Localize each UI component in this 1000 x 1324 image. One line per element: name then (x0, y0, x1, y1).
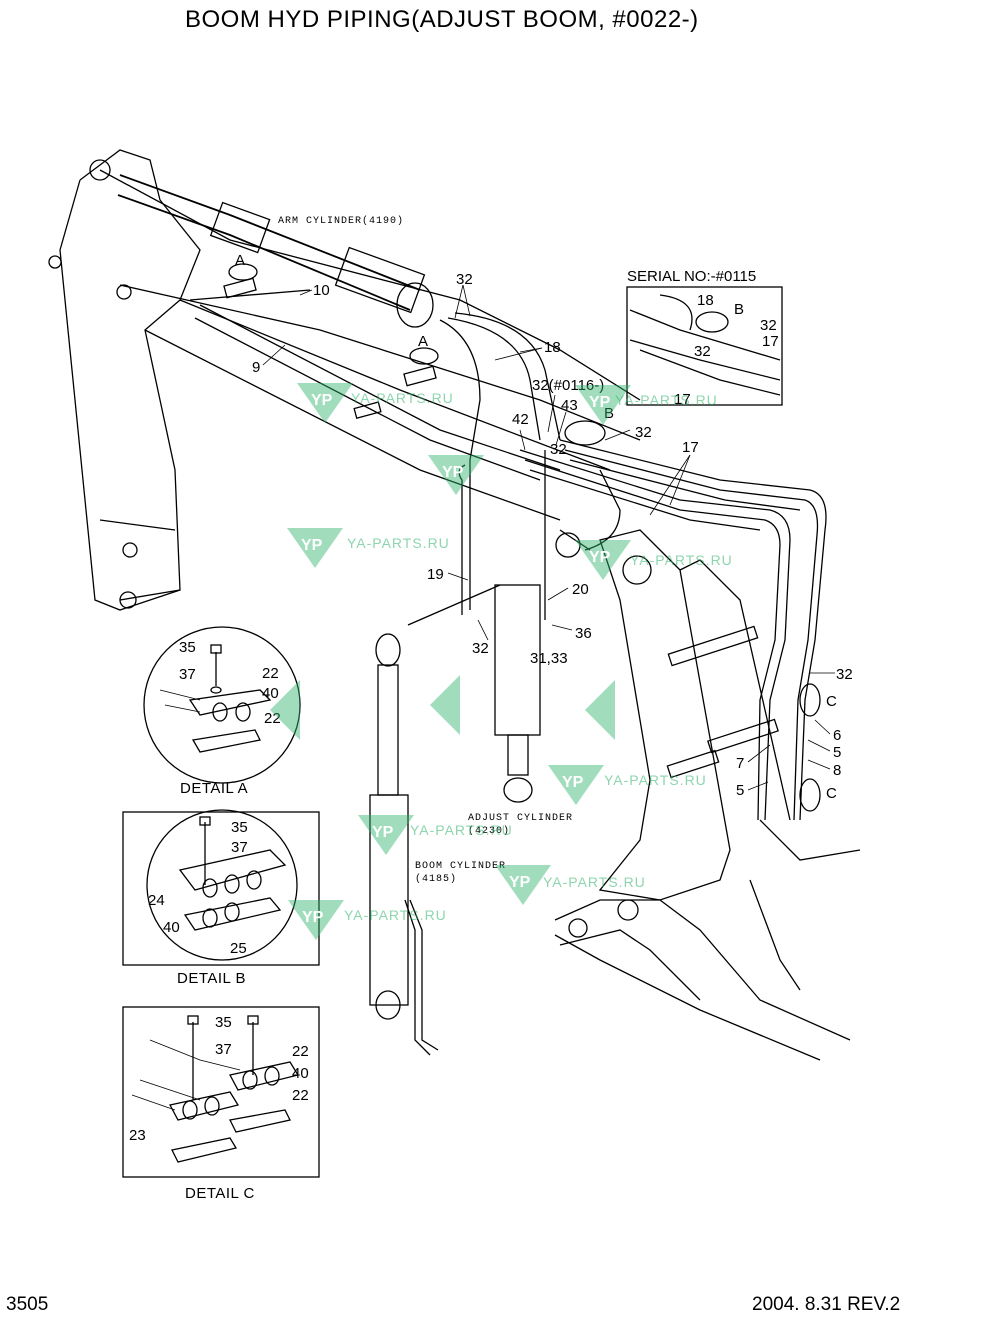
detail-a-22a: 22 (262, 665, 279, 682)
callout-32-top: 32 (456, 271, 473, 288)
svg-text:YP: YP (589, 394, 611, 411)
svg-text:YP: YP (372, 824, 394, 841)
callout-32-serial: 32(#0116-) (532, 377, 604, 394)
detail-a-40: 40 (262, 685, 279, 702)
arm-cylinder-label: ARM CYLINDER(4190) (278, 215, 404, 227)
marker-a-2: A (418, 333, 428, 350)
callout-6: 6 (833, 727, 841, 744)
marker-a-1: A (235, 252, 245, 269)
watermark-text: YA-PARTS.RU (615, 392, 718, 408)
detail-b: 35 37 24 40 25 DETAIL B (122, 809, 320, 987)
hoses-18 (439, 312, 561, 610)
callout-32-right: 32 (635, 424, 652, 441)
marker-c-bottom: C (826, 785, 837, 802)
detail-c: 35 37 22 40 22 23 DETAIL C (122, 1006, 320, 1202)
callout-7: 7 (736, 755, 744, 772)
watermark-text: YA-PARTS.RU (543, 874, 646, 890)
callout-43: 43 (561, 397, 578, 414)
boom-cylinder-code: (4185) (415, 873, 457, 885)
inset-callout-32b: 32 (694, 343, 711, 360)
inset-callout-32a: 32 (760, 317, 777, 334)
callout-9: 9 (252, 359, 260, 376)
watermark-text: YA-PARTS.RU (630, 552, 733, 568)
callout-36: 36 (575, 625, 592, 642)
watermark-text: YA-PARTS.RU (351, 390, 454, 406)
callout-31-33: 31,33 (530, 650, 568, 667)
marker-b-circle (564, 420, 606, 446)
leader-lines (262, 284, 835, 791)
detail-c-35: 35 (215, 1014, 232, 1031)
detail-c-22b: 22 (292, 1087, 309, 1104)
svg-text:YP: YP (301, 537, 323, 554)
detail-c-37: 37 (215, 1041, 232, 1058)
svg-text:YP: YP (509, 874, 531, 891)
detail-a: 35 37 22 40 22 DETAIL A (143, 626, 301, 797)
callout-17: 17 (682, 439, 699, 456)
detail-c-22a: 22 (292, 1043, 309, 1060)
boom-cylinder: BOOM CYLINDER (4185) (369, 584, 506, 1056)
detail-a-37: 37 (179, 666, 196, 683)
page-number: 3505 (6, 1294, 49, 1315)
inset-callout-17a: 17 (762, 333, 779, 350)
watermark-text: YA-PARTS.RU (410, 822, 513, 838)
marker-b: B (604, 405, 614, 422)
detail-a-title: DETAIL A (180, 780, 248, 797)
detail-a-22b: 22 (264, 710, 281, 727)
inset-callout-17b: 17 (674, 391, 691, 408)
callout-32-mid: 32 (550, 441, 567, 458)
callout-42: 42 (512, 411, 529, 428)
callout-32-pipes: 32 (836, 666, 853, 683)
callout-19: 19 (427, 566, 444, 583)
svg-text:YP: YP (589, 549, 611, 566)
detail-b-24: 24 (148, 892, 165, 909)
detail-b-title: DETAIL B (177, 970, 246, 987)
detail-b-35: 35 (231, 819, 248, 836)
callout-5-left: 5 (736, 782, 744, 799)
detail-b-25: 25 (230, 940, 247, 957)
detail-b-37: 37 (231, 839, 248, 856)
callout-10: 10 (313, 282, 330, 299)
svg-text:YP: YP (302, 909, 324, 926)
callouts: 32 10 18 9 32(#0116-) 43 42 B 32 32 17 1… (235, 252, 853, 802)
svg-text:YP: YP (442, 464, 464, 481)
watermark-text: YA-PARTS.RU (347, 535, 450, 551)
detail-c-title: DETAIL C (185, 1185, 255, 1202)
callout-5-right: 5 (833, 744, 841, 761)
pipe-bundle-17 (519, 439, 827, 821)
boom-cylinder-label: BOOM CYLINDER (415, 861, 506, 872)
callout-32-low: 32 (472, 640, 489, 657)
adjust-cylinder-code: (4230) (468, 825, 510, 837)
boom-structure (48, 149, 641, 611)
marker-c-top: C (826, 693, 837, 710)
inset-marker-b: B (734, 301, 744, 318)
adjust-cylinder: ADJUST CYLINDER (4230) (468, 529, 591, 837)
watermark-text: YA-PARTS.RU (604, 772, 707, 788)
callout-8: 8 (833, 762, 841, 779)
serial-inset: SERIAL NO:-#0115 18 B 32 17 32 17 (626, 268, 783, 408)
callout-18: 18 (544, 339, 561, 356)
detail-b-40: 40 (163, 919, 180, 936)
page-title: BOOM HYD PIPING(ADJUST BOOM, #0022-) (185, 6, 699, 33)
svg-text:YP: YP (562, 774, 584, 791)
revision-date: 2004. 8.31 REV.2 (752, 1294, 901, 1315)
arm-cylinder: ARM CYLINDER(4190) (117, 174, 434, 328)
svg-text:YP: YP (311, 392, 333, 409)
callout-20: 20 (572, 581, 589, 598)
detail-c-40: 40 (292, 1065, 309, 1082)
lower-boom (554, 529, 861, 1061)
watermark-text: YA-PARTS.RU (344, 907, 447, 923)
detail-c-23: 23 (129, 1127, 146, 1144)
detail-a-35: 35 (179, 639, 196, 656)
inset-callout-18: 18 (697, 292, 714, 309)
adjust-cylinder-label: ADJUST CYLINDER (468, 813, 573, 824)
serial-note: SERIAL NO:-#0115 (627, 268, 756, 285)
